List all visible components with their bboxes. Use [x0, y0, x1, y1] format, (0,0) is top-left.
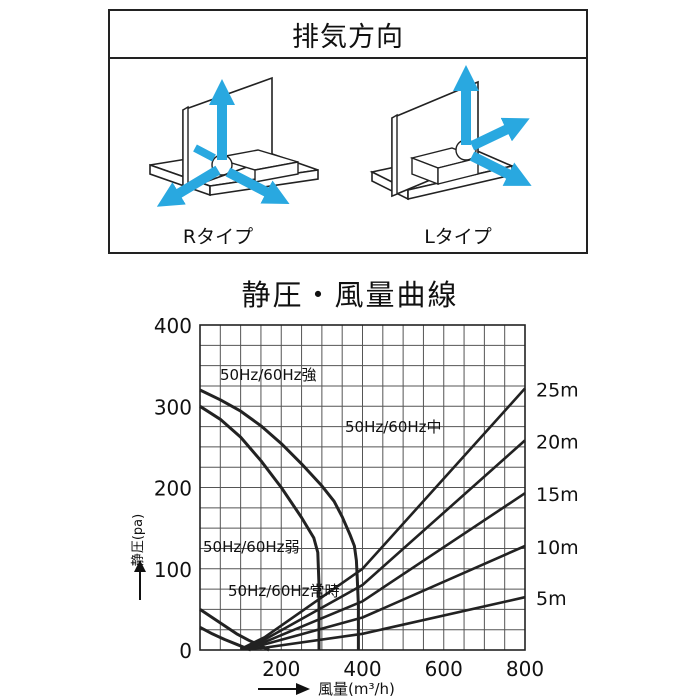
fan-speed-label: 50Hz/60Hz弱 [203, 538, 300, 556]
fan-speed-label: 50Hz/60Hz強 [220, 366, 317, 384]
chart-axes [199, 324, 526, 651]
exhaust-direction-panel: 排気方向 [108, 9, 588, 254]
l-arrow-right [469, 151, 532, 186]
l-arrow-upright [469, 117, 530, 151]
y-tick-label: 0 [179, 639, 192, 663]
y-tick-label: 400 [154, 314, 192, 338]
duct-length-label: 10m [536, 537, 579, 559]
exhaust-title-bar: 排気方向 [110, 11, 586, 59]
y-axis-label: 静圧(pa) [131, 514, 146, 566]
plot-frame [199, 324, 526, 651]
r-arrow-left [156, 165, 221, 207]
chart-title: 静圧・風量曲線 [241, 278, 459, 312]
chart-series-group [199, 387, 526, 652]
y-tick-label: 100 [154, 558, 192, 582]
l-type-label: Lタイプ [424, 226, 492, 248]
x-tick-label: 800 [506, 657, 544, 681]
duct-length-label: 15m [536, 484, 579, 506]
x-tick-label: 200 [262, 657, 300, 681]
y-tick-label: 300 [154, 395, 192, 419]
x-tick-label: 400 [343, 657, 381, 681]
y-tick-label: 200 [154, 477, 192, 501]
l-fan-box-side [437, 157, 479, 185]
y-axis-arrowhead [134, 560, 146, 572]
duct-length-label: 25m [536, 379, 579, 401]
fan-speed-label: 50Hz/60Hz常時 [228, 582, 340, 600]
l-type-illustration: Lタイプ [369, 65, 532, 248]
series-line [199, 405, 321, 650]
series-line [199, 388, 360, 650]
x-axis-label: 風量(m³/h) [318, 680, 395, 698]
r-arrow-back [193, 144, 216, 162]
duct-length-label: 20m [536, 431, 579, 453]
r-type-illustration: Rタイプ [149, 76, 319, 248]
duct-length-label: 5m [536, 588, 567, 610]
exhaust-direction-title: 排気方向 [292, 21, 404, 53]
r-fan-box-front [254, 161, 299, 183]
x-tick-label: 600 [425, 657, 463, 681]
x-axis-arrowhead [296, 683, 310, 695]
fan-speed-label: 50Hz/60Hz中 [345, 418, 442, 436]
r-arrow-right [225, 167, 290, 204]
chart-text-group: 0 100 200 300 400 200 400 600 800 50Hz/60Hz強 50Hz/… [131, 314, 579, 698]
r-wall-panel-side [182, 105, 189, 192]
r-type-label: Rタイプ [183, 226, 253, 248]
series-line [240, 544, 526, 651]
l-wall-panel-side [391, 113, 398, 198]
series-line [240, 595, 526, 651]
